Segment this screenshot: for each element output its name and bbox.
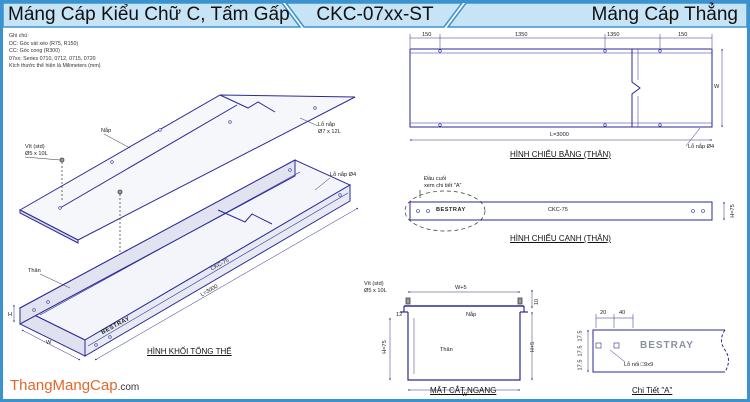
plan-dim-d: 150 <box>678 32 688 38</box>
plan-length-label: L=3000 <box>550 132 569 138</box>
product-code: CKC-07xx-ST <box>316 4 434 25</box>
section-screw-size-label: Ø5 x 10L <box>364 288 387 294</box>
side-note-2: xem chi tiết "A" <box>424 183 462 189</box>
side-height-label: H=75 <box>729 204 736 218</box>
section-right-height-label: H+5 <box>530 341 537 353</box>
banner-right-title: Máng Cáp Thẳng <box>591 4 738 25</box>
plan-dim-a: 150 <box>422 32 432 38</box>
body-hole-label: Lỗ nắp Ø4 <box>330 172 357 178</box>
banner-left-title: Máng Cáp Kiểu Chữ C, Tấm Gấp <box>8 4 290 25</box>
iso-cover <box>18 94 356 244</box>
detail-brand-logo: BESTRAY <box>640 340 694 351</box>
plan-dimensions <box>409 34 723 147</box>
site-logo[interactable]: ThangMangCap.com <box>10 377 139 394</box>
detail-hole-label: Lỗ nối □9x9 <box>624 362 654 368</box>
leader-lines <box>24 117 331 289</box>
side-view-title: HÌNH CHIẾU CẠNH (THÂN) <box>510 234 611 243</box>
detail-view-title: Chi Tiết "A" <box>632 386 673 395</box>
detail-dim-4: 17.5 <box>577 345 584 357</box>
screw-size-label: Ø5 x 10L <box>25 151 48 157</box>
site-name: ThangMangCap <box>10 377 118 394</box>
side-note-1: Đầu cuối <box>424 176 447 182</box>
side-view <box>409 201 713 221</box>
section-body-label: Thân <box>440 347 453 353</box>
plan-view <box>409 48 713 128</box>
note-line: Kích thước thể hiện là Milimeters (mm) <box>9 63 101 70</box>
site-tld: .com <box>117 382 140 393</box>
cross-section <box>400 305 528 381</box>
detail-dim-5: 17.5 <box>577 359 584 371</box>
detail-dim-1: 20 <box>600 310 607 316</box>
plan-holes <box>438 49 662 127</box>
detail-holes <box>595 342 620 349</box>
section-view-title: MẶT CẮT NGANG <box>430 386 497 395</box>
body-label: Thân <box>28 268 41 274</box>
notes-heading: Ghi chú: <box>9 33 29 39</box>
detail-dim-2: 40 <box>619 310 626 316</box>
note-line: DC: Góc vát xéo (R75, R150) <box>9 40 79 47</box>
notes-block: Ghi chú: DC: Góc vát xéo (R75, R150) CC:… <box>9 33 101 71</box>
cover-hole-label: Lỗ nắp <box>318 122 336 128</box>
section-screws <box>405 297 523 305</box>
section-top-dim: W+5 <box>455 285 467 291</box>
title-banner: Máng Cáp Kiểu Chữ C, Tấm Gấp CKC-07xx-ST… <box>0 0 750 30</box>
section-width-label: W <box>462 392 468 398</box>
side-model-label: CKC-75 <box>548 207 568 213</box>
screw-label: Vít (std) <box>25 144 45 150</box>
side-holes <box>416 209 705 213</box>
cover-holes <box>58 106 317 210</box>
section-screw-label: Vít (std) <box>364 281 384 287</box>
plan-dim-b: 1350 <box>515 32 528 38</box>
note-line: CC: Góc cong (R300) <box>9 48 60 55</box>
side-detail-callout <box>404 190 486 232</box>
section-lip-dim: 12 <box>396 312 403 318</box>
section-height-label: H=75 <box>381 340 388 354</box>
detail-a <box>592 329 729 373</box>
plan-view-title: HÌNH CHIẾU BẰNG (THÂN) <box>510 150 611 159</box>
plan-width-label: W <box>714 84 720 90</box>
iso-dimensions <box>13 207 359 361</box>
note-line: 07xx: Series 0710, 0712, 0715, 0720 <box>9 55 96 62</box>
section-lip-right-dim: 10 <box>534 298 541 306</box>
width-dim-label: W <box>46 340 52 346</box>
plan-hole-label: Lỗ nắp Ø4 <box>688 144 715 150</box>
cover-label: Nắp <box>101 128 112 134</box>
banner-shape <box>2 2 748 28</box>
side-brand-logo: BESTRAY <box>436 207 466 213</box>
detail-dimensions <box>587 314 634 373</box>
plan-dim-c: 1350 <box>607 32 620 38</box>
cover-hole-size-label: Ø7 x 12L <box>318 129 341 135</box>
iso-view-title: HÌNH KHỐI TỔNG THỂ <box>147 347 232 356</box>
detail-dim-3: 17.5 <box>577 330 584 342</box>
section-cover-label: Nắp <box>466 312 477 318</box>
height-dim-label: H <box>8 312 13 318</box>
section-dimensions <box>389 289 533 391</box>
